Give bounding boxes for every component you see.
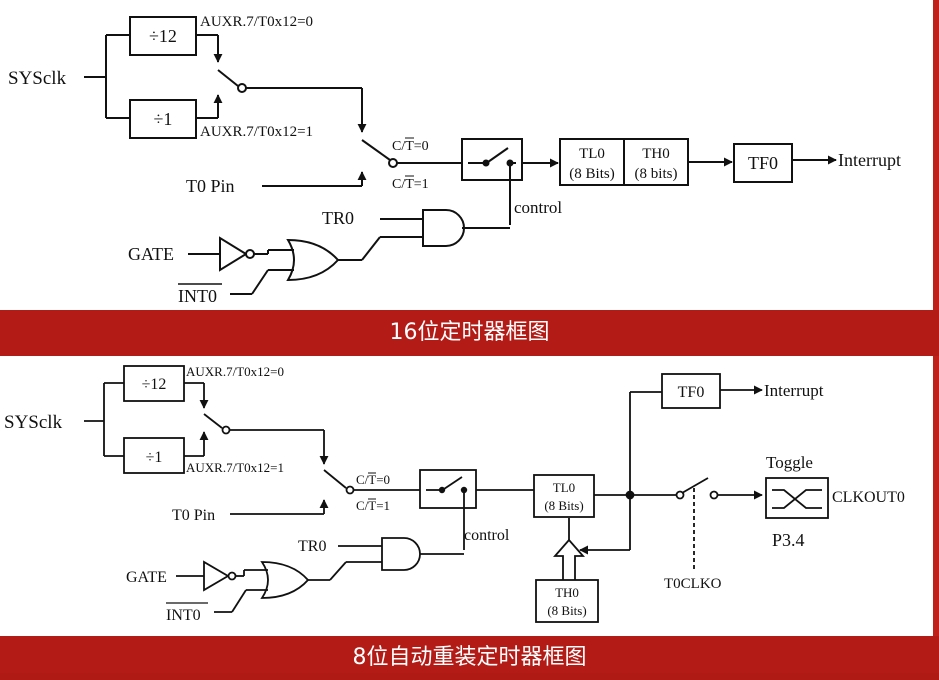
div1-label: ÷1 (146, 449, 163, 466)
control-switch-box (419, 469, 477, 509)
toggle-label: Toggle (766, 453, 813, 472)
tl0-label: TL0 (579, 146, 605, 162)
ct0-label: C/T=0 (392, 139, 429, 154)
ct0-label: C/T=0 (356, 472, 390, 487)
switch-node (237, 83, 247, 93)
diagram-16bit (84, 16, 837, 295)
and-gate (422, 209, 465, 247)
sysclk-label: SYSclk (8, 68, 67, 89)
int0-label: INT0 (166, 607, 201, 624)
t0pin-label: T0 Pin (172, 507, 215, 524)
or-gate (286, 238, 340, 282)
aux0-label: AUXR.7/T0x12=0 (186, 364, 284, 379)
panel-border (933, 0, 939, 310)
div12-label: ÷12 (149, 26, 177, 46)
sysclk-label: SYSclk (4, 412, 63, 433)
p34-label: P3.4 (772, 530, 805, 550)
tr0-label: TR0 (322, 208, 354, 228)
caption-8bit: 8位自动重装定时器框图 (0, 636, 939, 673)
interrupt-label: Interrupt (838, 150, 901, 170)
tf0-flag-box (733, 143, 793, 183)
th0-bits-label: (8 Bits) (547, 603, 586, 618)
gate-label: GATE (128, 244, 174, 264)
diagram-16bit-panel (0, 0, 939, 310)
gate-label: GATE (126, 569, 167, 586)
caption-16bit: 16位定时器框图 (0, 310, 939, 356)
control-label: control (514, 198, 562, 217)
ct1-label: C/T=1 (356, 498, 390, 513)
inverter (219, 236, 248, 272)
and-gate (381, 537, 421, 571)
ct1-label: C/T=1 (392, 177, 429, 192)
diagram-8bit (84, 365, 829, 623)
tl0-register (533, 474, 595, 518)
diagram-8bit-labels: SYSclk ÷12 ÷1 AUXR.7/T0x12=0 AUXR.7/T0x1… (4, 364, 905, 624)
diagram-16bit-labels: SYSclk ÷12 ÷1 AUXR.7/T0x12=0 AUXR.7/T0x1… (8, 14, 901, 306)
div1-label: ÷1 (154, 109, 173, 129)
tl0-bits-label: (8 Bits) (569, 166, 614, 182)
interrupt-label: Interrupt (764, 381, 824, 400)
inverter (203, 560, 230, 592)
aux0-label: AUXR.7/T0x12=0 (200, 14, 313, 30)
t0pin-label: T0 Pin (186, 176, 235, 196)
panel-border (933, 356, 939, 636)
control-label: control (464, 527, 510, 544)
tf0-flag-box (661, 373, 721, 409)
switch-node (388, 158, 398, 168)
th0-label: TH0 (555, 585, 579, 600)
reload-arrow (553, 538, 585, 580)
int0-label: INT0 (178, 286, 217, 306)
tl0-bits-label: (8 Bits) (544, 498, 583, 513)
tf0-label: TF0 (748, 153, 778, 173)
or-gate (260, 561, 310, 599)
tr0-label: TR0 (298, 538, 326, 555)
clkout-label: CLKOUT0 (832, 489, 905, 506)
div12-label: ÷12 (142, 376, 167, 393)
tf0-label: TF0 (678, 384, 705, 401)
control-switch-box (461, 138, 523, 181)
th0-bits-label: (8 bits) (635, 166, 678, 182)
toggle-box (765, 477, 829, 519)
th0-register (535, 579, 599, 623)
aux1-label: AUXR.7/T0x12=1 (186, 460, 284, 475)
tl0-label: TL0 (553, 480, 575, 495)
th0-label: TH0 (642, 146, 670, 162)
t0clko-label: T0CLKO (664, 576, 722, 592)
diagram-8bit-panel (0, 356, 939, 636)
aux1-label: AUXR.7/T0x12=1 (200, 124, 313, 140)
